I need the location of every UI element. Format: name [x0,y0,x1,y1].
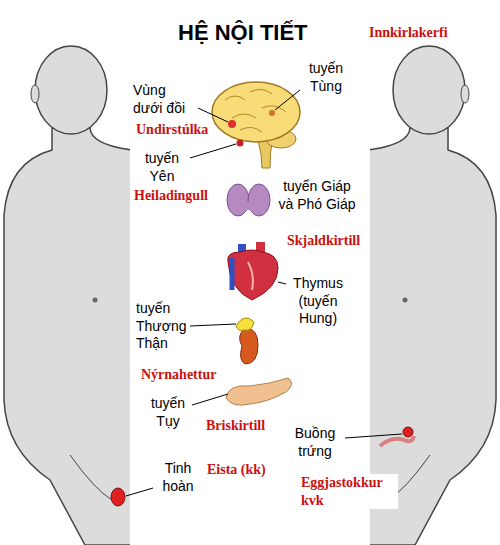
head [35,46,107,134]
hypothalamus [228,120,236,128]
leader-line [126,488,153,496]
leader-line [275,90,300,110]
pineal [269,110,275,116]
leader-line [198,108,228,122]
ovary [403,427,413,437]
heart [228,242,278,300]
organ-label: Vùng dưới đồi [133,82,197,117]
brain-folds [225,89,286,132]
title: HỆ NỘI TIẾT [178,20,308,46]
leader-line [192,394,228,405]
label-icelandic: Nýrnahettur [140,366,217,384]
organ-label: tuyến Thượng Thận [136,300,192,353]
label-icelandic: Innkirlakerfi [368,24,449,42]
center-panel [130,0,370,545]
cerebrum [212,82,300,142]
label-icelandic: Briskirtill [205,417,266,435]
organ-label: tuyến Tùng [300,60,352,95]
vein [230,258,235,290]
organ-label: Tinh hoàn [155,460,201,495]
thyroid-lobe [227,184,249,216]
kidney-body [240,328,258,364]
thyroid [227,184,270,216]
organ-label: tuyến Yên [137,150,187,185]
thyroid-isthmus [238,202,259,210]
ear [31,85,39,103]
testis [111,488,125,506]
pancreas [226,378,292,405]
label-icelandic: Undirstúlka [135,121,209,139]
label-icelandic: Heiladingull [133,187,209,205]
pituitary [237,140,244,147]
leader-line [190,324,236,326]
ear [461,85,469,103]
ovary-tube [380,436,414,446]
leader-lines [126,90,402,496]
label-icelandic: Skjaldkirtill [286,232,361,250]
label-icelandic: Eista (kk) [206,461,267,479]
nipple [93,298,98,303]
heart-body [228,250,278,300]
head [393,46,465,134]
leader-line [190,144,236,158]
organ-label: tuyến Giáp và Phó Giáp [275,178,359,213]
label-icelandic: Eggjastokkur kvk [300,474,398,509]
leader-line [278,282,286,284]
adrenal [236,318,254,331]
organ-label: tuyến Tụy [145,395,191,430]
organ-label: Buồng trứng [287,425,343,460]
organ-label: Thymus (tuyến Hung) [288,275,348,328]
thyroid-lobe [248,184,270,216]
leader-line [345,434,402,438]
kidney [236,318,258,364]
brain [212,82,300,168]
groin-line [70,455,112,500]
nipple [403,298,408,303]
heart-line [248,262,253,290]
